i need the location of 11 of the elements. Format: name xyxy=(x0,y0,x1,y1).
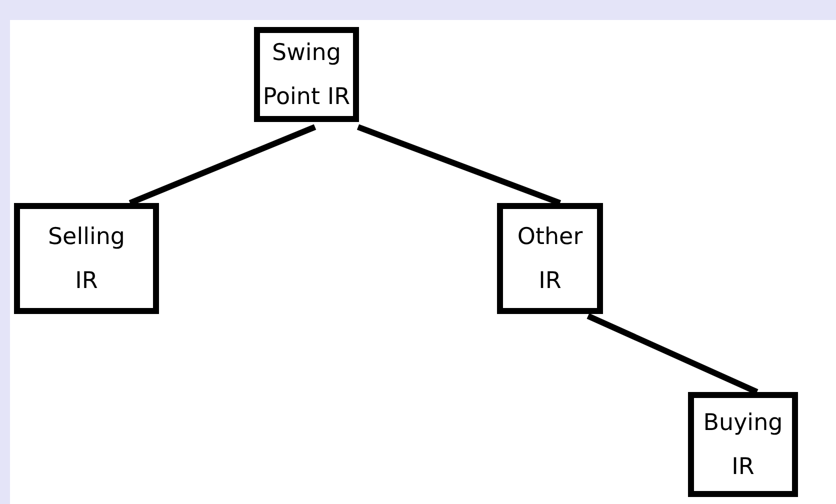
node-box xyxy=(254,27,359,122)
node-label: Buying IR xyxy=(702,408,784,482)
node-label: Other IR xyxy=(516,222,584,296)
connector-line xyxy=(356,124,562,206)
node-box xyxy=(688,392,798,497)
connector-line xyxy=(586,313,758,395)
node-label: Swing Point IR xyxy=(262,38,352,112)
connector-line xyxy=(128,124,316,206)
node-box xyxy=(497,203,603,314)
node-label: Selling IR xyxy=(46,222,126,296)
node-box xyxy=(14,203,159,314)
